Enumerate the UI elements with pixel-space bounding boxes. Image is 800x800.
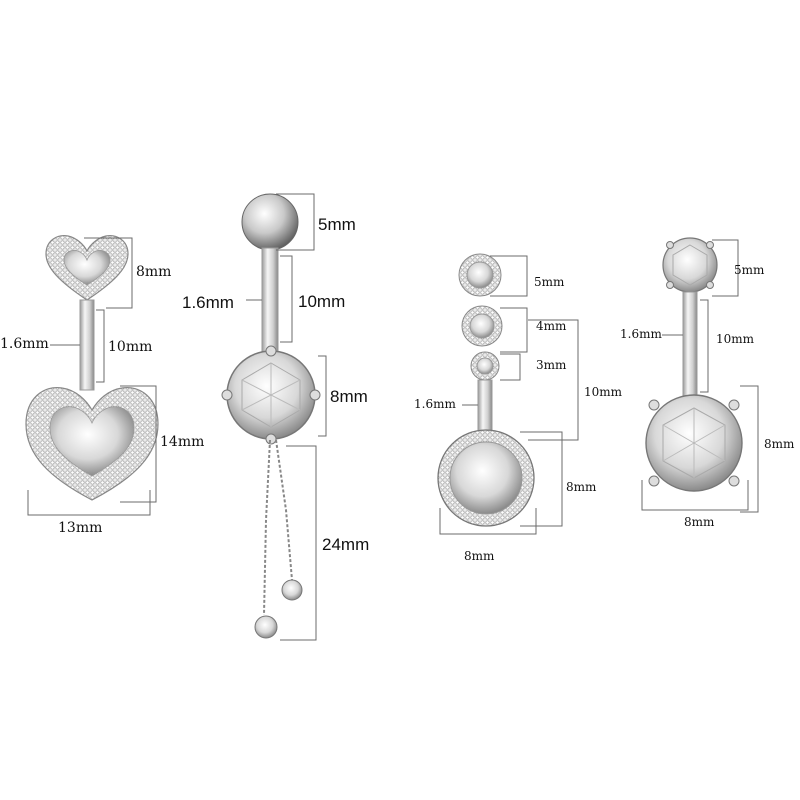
- dim-top: [712, 239, 739, 297]
- label-middle-gem: 4mm: [536, 319, 567, 333]
- charm-left: [254, 615, 278, 639]
- prong-gem: [221, 345, 321, 445]
- label-gauge: 1.6mm: [414, 397, 456, 411]
- label-gauge: 1.6mm: [620, 327, 662, 341]
- chain-right: [275, 439, 293, 581]
- small-gem-center: [476, 357, 494, 375]
- middle-gem-center: [469, 313, 495, 339]
- bar: [79, 299, 95, 391]
- bottom-heart-center: [49, 406, 135, 477]
- label-ball: 5mm: [318, 215, 356, 234]
- top-gem: [662, 237, 718, 293]
- dim-top: [490, 255, 528, 297]
- label-top-gem: 5mm: [534, 275, 565, 289]
- jewelry-dangle: 5mm 1.6mm 10mm 8mm 24mm: [182, 193, 369, 641]
- bottom-gem: [645, 394, 743, 492]
- jewelry-heart: 8mm 10mm 1.6mm 14mm 13mm: [0, 235, 204, 536]
- label-bottom-width: 8mm: [684, 515, 715, 529]
- label-gem: 8mm: [330, 387, 368, 406]
- dim-small: [500, 353, 521, 381]
- label-bottom-height: 8mm: [764, 437, 795, 451]
- label-bar-length: 10mm: [716, 332, 755, 346]
- chain-left: [263, 439, 271, 616]
- jewelry-triple-stack: 5mm 4mm 3mm 1.6mm 10mm 8mm 8mm: [414, 253, 623, 563]
- bar: [682, 291, 698, 397]
- jewelry-solitaire: 5mm 1.6mm 10mm 8mm 8mm: [620, 237, 795, 529]
- top-heart-center: [63, 250, 111, 286]
- dim-bar: [528, 319, 579, 441]
- dim-bottom-height: [520, 431, 563, 527]
- top-gem-center: [466, 261, 494, 289]
- dim-bottom-height: [740, 385, 759, 513]
- label-bar-length: 10mm: [298, 292, 345, 311]
- bar: [261, 247, 279, 359]
- dim-bar: [280, 255, 293, 343]
- top-ball: [241, 193, 299, 251]
- bottom-gem-center: [449, 441, 523, 515]
- label-bottom-width: 8mm: [464, 549, 495, 563]
- dim-dangle: [280, 445, 317, 641]
- label-small-gem: 3mm: [536, 358, 567, 372]
- label-gauge: 1.6mm: [0, 336, 49, 352]
- label-gauge: 1.6mm: [182, 293, 234, 312]
- label-bottom-height: 14mm: [160, 434, 204, 450]
- dim-bar: [96, 309, 105, 383]
- label-top-heart: 8mm: [136, 264, 171, 280]
- label-bar-length: 10mm: [584, 385, 623, 399]
- dim-middle: [500, 307, 528, 353]
- dim-ball: [276, 193, 315, 251]
- dim-bottom-width: [27, 490, 151, 516]
- dim-gem: [318, 355, 327, 437]
- dim-bottom-width: [641, 480, 749, 511]
- label-bottom-width: 13mm: [58, 520, 102, 536]
- dim-bottom-width: [439, 508, 537, 535]
- dim-bottom-height: [120, 385, 157, 503]
- charm-right: [281, 579, 303, 601]
- label-bottom-height: 8mm: [566, 480, 597, 494]
- label-bar-length: 10mm: [108, 339, 152, 355]
- dim-bar: [700, 299, 709, 393]
- label-top-gem: 5mm: [734, 263, 765, 277]
- dim-top-heart: [84, 237, 133, 309]
- label-dangle: 24mm: [322, 535, 369, 554]
